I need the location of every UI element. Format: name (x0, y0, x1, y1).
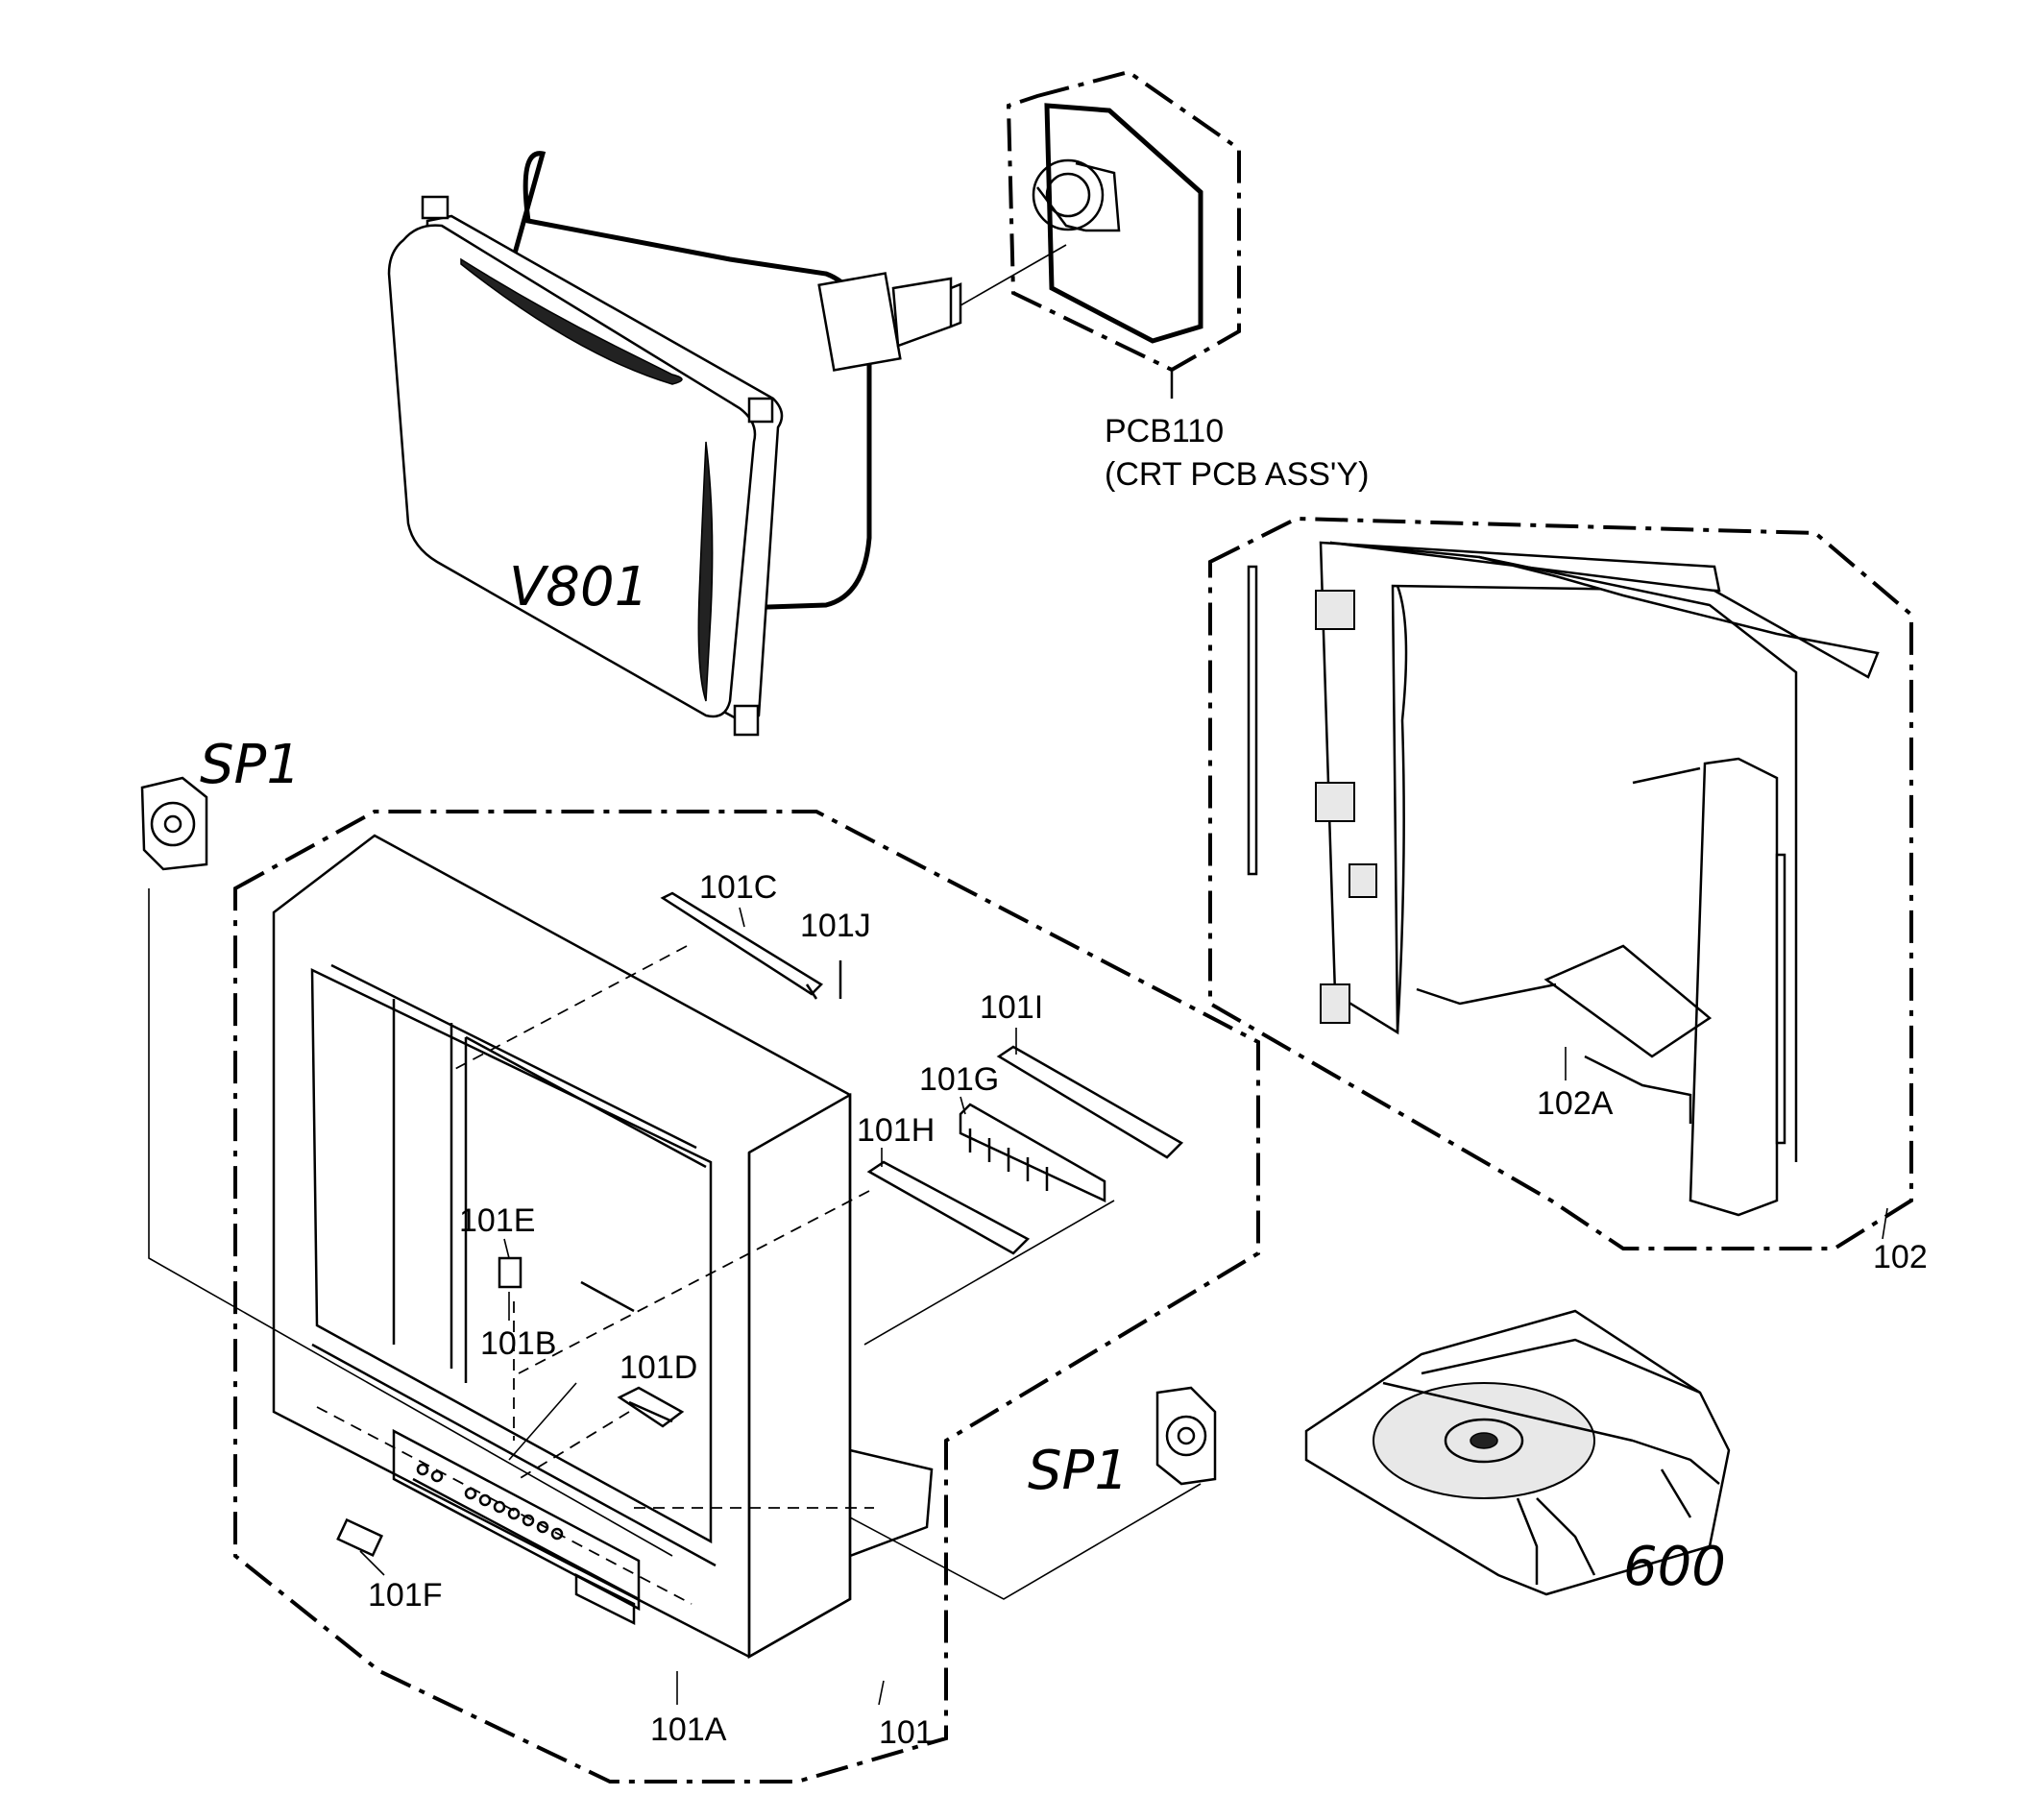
101h-label: 101H (857, 1112, 935, 1149)
crt-pcb-assembly: PCB110 (CRT PCB ASS'Y) (1006, 69, 1369, 493)
101d-label: 101D (620, 1349, 697, 1386)
101e-label: 101E (459, 1202, 535, 1239)
101a-label: 101A (650, 1711, 727, 1748)
v801-label: V801 (509, 556, 648, 619)
front-cabinet-group: 101C 101J 101I 101G 101H 101E 101B 101D … (233, 810, 1260, 1784)
rear-cabinet: 102A 102 (1208, 516, 1928, 1275)
101-label: 101 (879, 1714, 934, 1751)
pcb110-desc-label: (CRT PCB ASS'Y) (1105, 456, 1369, 493)
101f-label: 101F (368, 1577, 443, 1614)
101c-label: 101C (699, 869, 777, 906)
101b-label: 101B (480, 1325, 556, 1362)
speaker-left: SP1 (140, 734, 673, 1557)
101i-label: 101I (980, 989, 1043, 1026)
dvd-loader: 600 (1304, 1309, 1731, 1598)
600-label: 600 (1623, 1536, 1726, 1598)
sp1-right-label: SP1 (1028, 1440, 1129, 1502)
102a-label: 102A (1537, 1085, 1614, 1122)
pcb110-label: PCB110 (1105, 413, 1224, 449)
101j-label: 101J (800, 908, 871, 944)
sp1-left-label: SP1 (200, 734, 301, 796)
crt-tube: V801 (387, 151, 1067, 737)
102-label: 102 (1873, 1239, 1928, 1275)
speaker-right: SP1 (849, 1386, 1217, 1600)
101g-label: 101G (919, 1061, 999, 1098)
